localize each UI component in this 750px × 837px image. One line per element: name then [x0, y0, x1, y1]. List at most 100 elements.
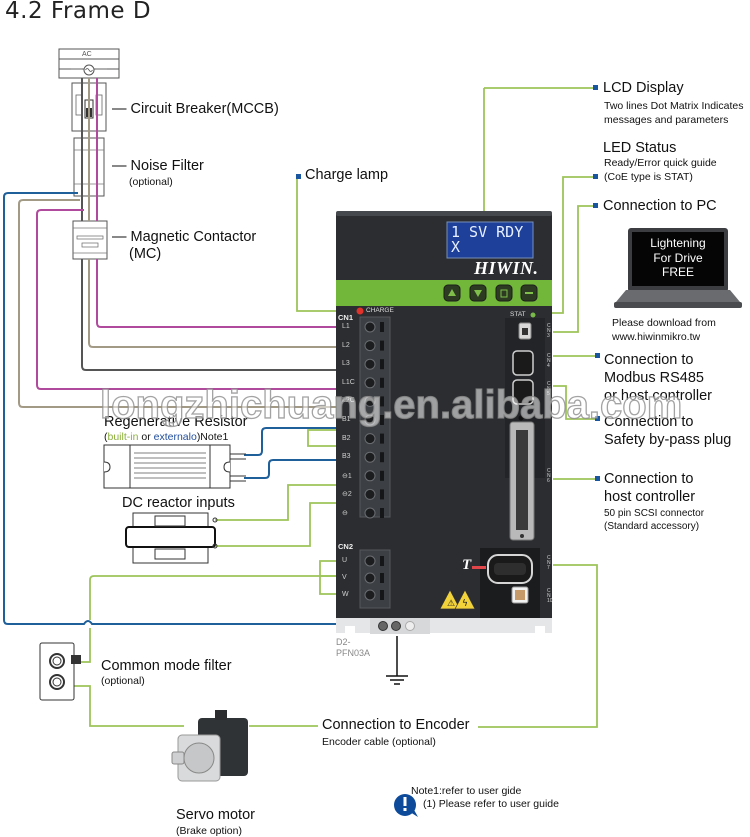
- magnetic-contactor-label: — Magnetic Contactor: [112, 229, 257, 245]
- led-status-desc2: (CoE type is STAT): [604, 171, 693, 183]
- model-line1: D2-: [336, 637, 351, 647]
- terminal-screw: [364, 358, 376, 370]
- host-controller-label: Connection to host controller: [604, 470, 695, 506]
- regen-or: or: [138, 431, 154, 443]
- pin-label-2: L3: [342, 360, 350, 368]
- dc-reactor-label: DC reactor inputs: [122, 495, 235, 511]
- pin-label-2: W: [342, 591, 349, 598]
- lcd-display-desc2: messages and parameters: [604, 114, 729, 126]
- servo-motor-label: Servo motor: [176, 807, 255, 823]
- ground-icon: [386, 636, 408, 685]
- terminal-slot: [380, 573, 384, 583]
- terminal-slot: [380, 556, 384, 566]
- modbus-line2: Modbus RS485: [604, 370, 704, 386]
- note-line2: (1) Please refer to user guide: [423, 798, 559, 810]
- terminal-screw: [364, 470, 376, 482]
- connection-pc-label: Connection to PC: [603, 198, 717, 214]
- laptop-caption1: Please download from: [612, 317, 716, 329]
- cn2-label: CN2: [338, 542, 354, 551]
- pin-label-0: U: [342, 557, 348, 564]
- circuit-breaker-text: Circuit Breaker(MCCB): [130, 101, 279, 117]
- common-mode-filter-label: Common mode filter: [101, 658, 232, 674]
- host-desc1: 50 pin SCSI connector: [604, 508, 705, 519]
- charge-label: CHARGE: [366, 307, 394, 314]
- terminal-slot: [380, 433, 384, 444]
- terminal-slot: [380, 452, 384, 463]
- pin-label-7: B3: [342, 453, 351, 461]
- regen-builtin: built-in: [107, 431, 139, 443]
- terminal-screw: [364, 433, 376, 445]
- terminal-screw: [364, 321, 376, 333]
- terminal-slot: [380, 396, 384, 407]
- pin-label-1: V: [342, 574, 347, 581]
- modbus-line1: Connection to: [604, 352, 694, 368]
- regen-external: externalo: [153, 431, 197, 443]
- note-info-icon: [394, 794, 418, 817]
- laptop-screen-line2: For Drive: [653, 250, 703, 265]
- terminal-screw: [364, 451, 376, 463]
- watermark: longzhichuang.en.alibaba.com: [99, 382, 683, 427]
- pin-label-5: B1: [342, 416, 351, 423]
- terminal-slot: [380, 359, 384, 370]
- callout-bullets: [296, 85, 600, 481]
- terminal-screw: [364, 555, 376, 567]
- servo-motor-note: (Brake option): [176, 825, 242, 837]
- circuit-breaker-label: — Circuit Breaker(MCCB): [112, 101, 279, 117]
- laptop-caption2: www.hiwinmikro.tw: [612, 331, 701, 343]
- terminal-slot: [380, 322, 384, 332]
- modbus-label: Connection to Modbus RS485 or host contr…: [604, 351, 712, 405]
- noise-filter-note: (optional): [129, 176, 173, 188]
- charge-lamp-label: Charge lamp: [305, 167, 389, 183]
- pin-label-8: ⊖1: [342, 472, 352, 480]
- common-mode-filter-note: (optional): [101, 675, 145, 687]
- main-power-wires: [3, 192, 380, 625]
- dc-reactor-icon: [125, 512, 218, 564]
- host-line2: host controller: [604, 489, 696, 505]
- lcd-display-desc1: Two lines Dot Matrix Indicates: [604, 100, 744, 112]
- terminal-screw: [364, 572, 376, 584]
- pin-label-10: ⊖: [342, 510, 348, 517]
- terminal-screw: [364, 589, 376, 601]
- pin-label-4: L2C: [342, 397, 355, 405]
- laptop-screen-line3: FREE: [661, 265, 694, 279]
- note-line1: Note1:refer to user gide: [411, 785, 522, 797]
- lcd-line1: 1 SV RDY: [451, 223, 524, 241]
- terminal-slot: [380, 415, 384, 425]
- page-title: 4.2 Frame D: [5, 0, 152, 24]
- svg-text:⚠: ⚠: [447, 599, 455, 609]
- port-label-cn10: CN10: [547, 588, 553, 604]
- terminal-slot: [380, 590, 384, 600]
- laptop-icon: [614, 228, 742, 308]
- lcd-line2: X: [451, 238, 461, 256]
- terminal-screw: [364, 507, 376, 519]
- led-status-desc1: Ready/Error quick guide: [604, 157, 717, 169]
- terminal-screw: [364, 340, 376, 352]
- port-label-cn4: CN4: [547, 353, 551, 369]
- common-mode-filter-icon: [39, 642, 81, 701]
- modbus-line3: or host controller: [604, 388, 712, 404]
- terminal-slot: [380, 508, 384, 518]
- laptop-screen-line1: Lightening: [650, 236, 706, 250]
- ac-source-label: AC: [82, 51, 92, 58]
- safety-label: Connection to Safety by-pass plug: [604, 413, 731, 449]
- host-desc2: (Standard accessory): [604, 521, 700, 532]
- host-line1: Connection to: [604, 471, 694, 487]
- lcd-display-label: LCD Display: [603, 80, 684, 96]
- safety-line2: Safety by-pass plug: [604, 432, 732, 448]
- port-label-cn6: CN6: [547, 468, 551, 484]
- noise-filter-label: — Noise Filter: [112, 158, 204, 174]
- ac-source: [58, 48, 120, 79]
- terminal-slot: [380, 470, 384, 481]
- terminal-slot: [380, 377, 384, 388]
- encoder-desc: Encoder cable (optional): [322, 736, 436, 748]
- magnetic-contactor-text: Magnetic Contactor: [130, 229, 257, 245]
- t-logo: T: [462, 557, 472, 573]
- regenerative-resistor-icon: [103, 444, 246, 489]
- magnetic-contactor-line2: (MC): [129, 246, 162, 262]
- pin-label-1: L2: [342, 341, 350, 349]
- port-label-cn7: CN7: [547, 555, 551, 571]
- regen-close: )Note1: [196, 431, 229, 443]
- pin-label-9: ⊖2: [342, 491, 352, 499]
- laptop-screen-text: Lightening For Drive FREE: [632, 236, 724, 280]
